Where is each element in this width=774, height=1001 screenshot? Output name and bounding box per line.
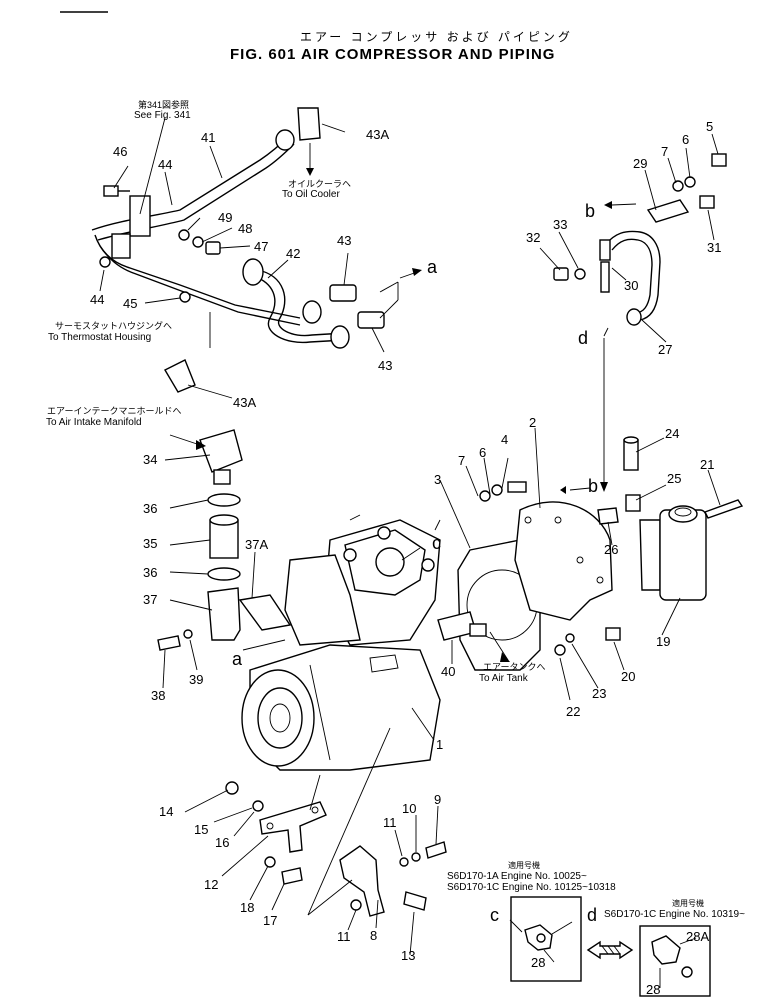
part-number: 13 [401,948,416,963]
part-number: 8 [370,928,378,943]
part-number: 48 [238,221,253,236]
part-number: 41 [201,130,216,145]
air-tank-label: To Air Tank [479,673,528,684]
part-number: 24 [665,426,680,441]
part-number: 6 [682,132,690,147]
part-number: 28 [531,955,546,970]
part-number: 34 [143,452,158,467]
part-number: 11 [383,815,397,830]
serial-note-left-line1: S6D170-1A Engine No. 10025~ [447,871,587,882]
part-number: 11 [337,929,351,944]
serial-note-left-japanese: 適用号機 [508,861,540,870]
part-number: 29 [633,156,648,171]
part-number: 21 [700,457,715,472]
connection-letter-b: b [588,476,599,496]
part-number: 5 [706,119,714,134]
intake-japanese: エアーインテークマニホールドへ [47,406,182,416]
oil-cooler-japanese: オイルクーラヘ [288,179,352,189]
part-number: 43A [366,127,390,142]
oil-cooler-label: To Oil Cooler [282,189,340,200]
part-number: 9 [434,792,442,807]
part-number: 10 [402,801,417,816]
part-number: 28 [646,982,661,997]
part-number: 40 [441,664,456,679]
part-number: 22 [566,704,581,719]
part-number: 28A [686,929,710,944]
part-number: 42 [286,246,301,261]
part-number: 14 [159,804,174,819]
part-number: 47 [254,239,269,254]
part-number: 15 [194,822,209,837]
see-fig-reference: See Fig. 341 [134,110,191,121]
connection-letter-c: c [490,905,499,925]
part-number: 33 [553,217,568,232]
part-number: 37A [245,537,269,552]
see-fig-japanese: 第341図参照 [138,100,190,110]
part-number: 46 [113,144,128,159]
intake-label: To Air Intake Manifold [46,417,142,428]
part-number: 23 [592,686,607,701]
part-number: 1 [436,737,444,752]
serial-note-right-line1: S6D170-1C Engine No. 10319~ [604,909,745,920]
part-number: 4 [501,432,509,447]
part-number: 2 [529,415,537,430]
thermostat-japanese: サーモスタットハウジングへ [55,321,173,331]
part-number: 27 [658,342,673,357]
part-number: 44 [158,157,173,172]
part-number: 19 [656,634,671,649]
part-number: 7 [661,144,669,159]
part-number: 39 [189,672,204,687]
part-number: 44 [90,292,105,307]
connection-letter-a: a [427,257,438,277]
thermostat-label: To Thermostat Housing [48,332,152,343]
part-number: 6 [479,445,487,460]
serial-note-right-japanese: 適用号機 [672,899,704,908]
part-number: 18 [240,900,255,915]
part-number: 26 [604,542,619,557]
part-number: 25 [667,471,682,486]
part-number: 43 [337,233,352,248]
air-tank-japanese: エアータンクへ [483,662,546,672]
connection-letter-a: a [232,649,243,669]
part-number: 49 [218,210,233,225]
figure-title: FIG. 601 AIR COMPRESSOR AND PIPING [230,46,556,63]
serial-note-left-line2: S6D170-1C Engine No. 10125~10318 [447,882,616,893]
part-number: 12 [204,877,219,892]
part-number: 3 [434,472,442,487]
connection-letter-d: d [587,905,598,925]
part-number: 37 [143,592,158,607]
connection-letter-c: c [432,533,441,553]
part-number: 16 [215,835,230,850]
part-number: 45 [123,296,138,311]
part-number: 17 [263,913,278,928]
part-number: 35 [143,536,158,551]
part-number: 32 [526,230,541,245]
connection-letter-b: b [585,201,596,221]
part-number: 7 [458,453,466,468]
title-japanese: エアー コンプレッサ および パイピング [300,30,573,44]
part-number: 30 [624,278,639,293]
connection-letter-d: d [578,328,589,348]
part-number: 20 [621,669,636,684]
part-number: 43 [378,358,393,373]
part-number: 43A [233,395,257,410]
part-number: 38 [151,688,166,703]
part-number: 36 [143,565,158,580]
part-number: 31 [707,240,722,255]
part-number: 36 [143,501,158,516]
